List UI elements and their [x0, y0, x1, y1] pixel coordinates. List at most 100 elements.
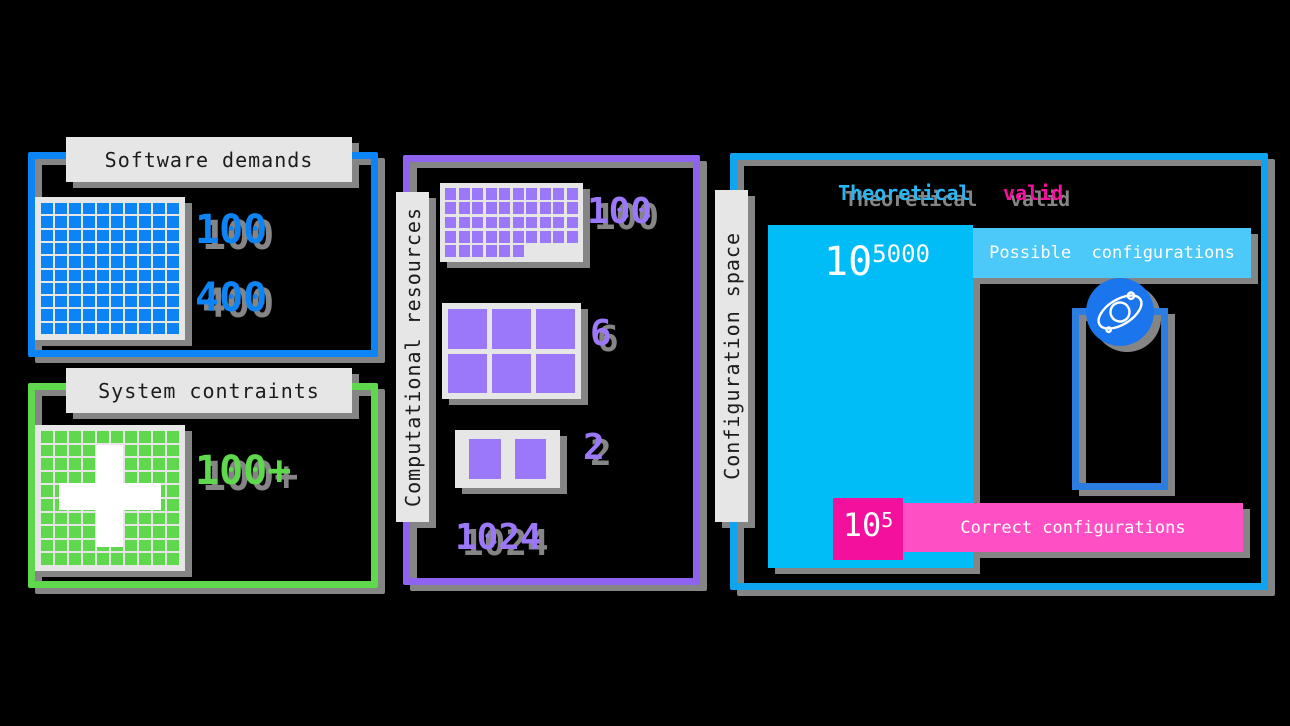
grid-cell — [153, 431, 165, 443]
configuration-space-panel: Configuration space Theoretical valid 10… — [713, 153, 1268, 590]
grid-cell — [526, 188, 538, 200]
grid-cell — [41, 539, 53, 552]
grid-cell — [139, 553, 151, 565]
grid-cell — [55, 553, 67, 565]
grid-cell — [111, 282, 123, 295]
grid-cell — [55, 512, 67, 525]
grid-cell — [539, 202, 551, 215]
grid-cell — [41, 229, 53, 241]
resource-grid-two — [469, 439, 546, 479]
solar-system-icon — [1084, 276, 1156, 348]
grid-cell — [458, 188, 470, 200]
grid-cell — [472, 216, 484, 229]
grid-cell — [167, 242, 179, 255]
grid-cell — [499, 216, 511, 229]
system-constraints-title: System contraints — [66, 368, 352, 413]
grid-cell — [536, 353, 575, 393]
grid-cell — [97, 296, 109, 308]
resource-count-large: 6 — [590, 313, 612, 354]
grid-cell — [55, 431, 67, 443]
grid-cell — [167, 229, 179, 241]
grid-cell — [167, 444, 179, 457]
correct-power-exponent: 5 — [881, 508, 894, 532]
grid-cell — [111, 431, 123, 443]
computational-resources-panel: Computational resources 100 6 2 1024 — [396, 155, 705, 587]
grid-cell — [139, 269, 151, 281]
system-constraints-panel: System contraints 100+ — [28, 368, 385, 595]
grid-cell — [125, 471, 137, 484]
grid-cell — [167, 296, 179, 308]
grid-cell — [485, 202, 497, 215]
grid-cell — [458, 245, 470, 257]
grid-cell — [139, 512, 151, 525]
grid-cell — [139, 471, 151, 484]
grid-cell — [167, 309, 179, 321]
grid-cell — [167, 322, 179, 334]
possible-configurations-bar: Possible configurations — [973, 228, 1251, 278]
grid-cell — [97, 203, 109, 215]
grid-cell — [536, 309, 575, 349]
grid-cell — [111, 296, 123, 308]
grid-cell — [153, 203, 165, 215]
grid-cell — [41, 296, 53, 308]
grid-cell — [41, 553, 53, 565]
grid-cell — [566, 216, 578, 229]
grid-cell — [125, 296, 137, 308]
software-demands-panel: Software demands 100 400 — [28, 137, 385, 364]
grid-cell — [83, 296, 95, 308]
configuration-space-label-bar: Configuration space — [715, 190, 748, 522]
grid-cell — [55, 256, 67, 268]
grid-cell — [499, 245, 511, 257]
grid-cell — [499, 230, 511, 243]
grid-cell — [153, 471, 165, 484]
grid-cell — [41, 322, 53, 334]
grid-cell — [499, 202, 511, 215]
grid-cell — [139, 322, 151, 334]
grid-cell — [485, 230, 497, 243]
grid-cell — [83, 553, 95, 565]
grid-cell — [153, 229, 165, 241]
grid-cell — [83, 526, 95, 538]
grid-cell — [97, 553, 109, 565]
computational-resources-label-bar: Computational resources — [396, 192, 429, 522]
grid-cell — [512, 230, 524, 243]
grid-cell — [69, 203, 81, 215]
resource-count-small: 100 — [587, 191, 653, 232]
grid-cell — [499, 188, 511, 200]
grid-cell — [539, 216, 551, 229]
possible-power-exponent: 5000 — [872, 240, 930, 268]
grid-cell — [41, 526, 53, 538]
grid-cell — [553, 202, 565, 215]
grid-cell — [125, 309, 137, 321]
grid-cell — [69, 431, 81, 443]
grid-cell — [83, 216, 95, 228]
grid-cell — [139, 458, 151, 470]
grid-cell — [445, 202, 457, 215]
grid-cell — [512, 216, 524, 229]
grid-cell — [139, 256, 151, 268]
grid-cell — [41, 431, 53, 443]
grid-cell — [41, 242, 53, 255]
grid-cell — [526, 202, 538, 215]
grid-cell — [41, 444, 53, 457]
grid-cell — [111, 256, 123, 268]
grid-cell — [139, 309, 151, 321]
grid-cell — [83, 309, 95, 321]
grid-cell — [83, 242, 95, 255]
grid-cell — [41, 309, 53, 321]
grid-cell — [55, 269, 67, 281]
resource-block-small-card — [440, 183, 583, 262]
software-count-2: 400 — [195, 275, 268, 321]
grid-cell — [167, 512, 179, 525]
grid-cell — [55, 229, 67, 241]
grid-cell — [83, 322, 95, 334]
grid-cell — [445, 245, 457, 257]
grid-cell — [139, 229, 151, 241]
grid-cell — [125, 216, 137, 228]
grid-cell — [55, 242, 67, 255]
grid-cell — [41, 216, 53, 228]
grid-cell — [167, 203, 179, 215]
grid-cell — [69, 242, 81, 255]
grid-cell — [125, 203, 137, 215]
